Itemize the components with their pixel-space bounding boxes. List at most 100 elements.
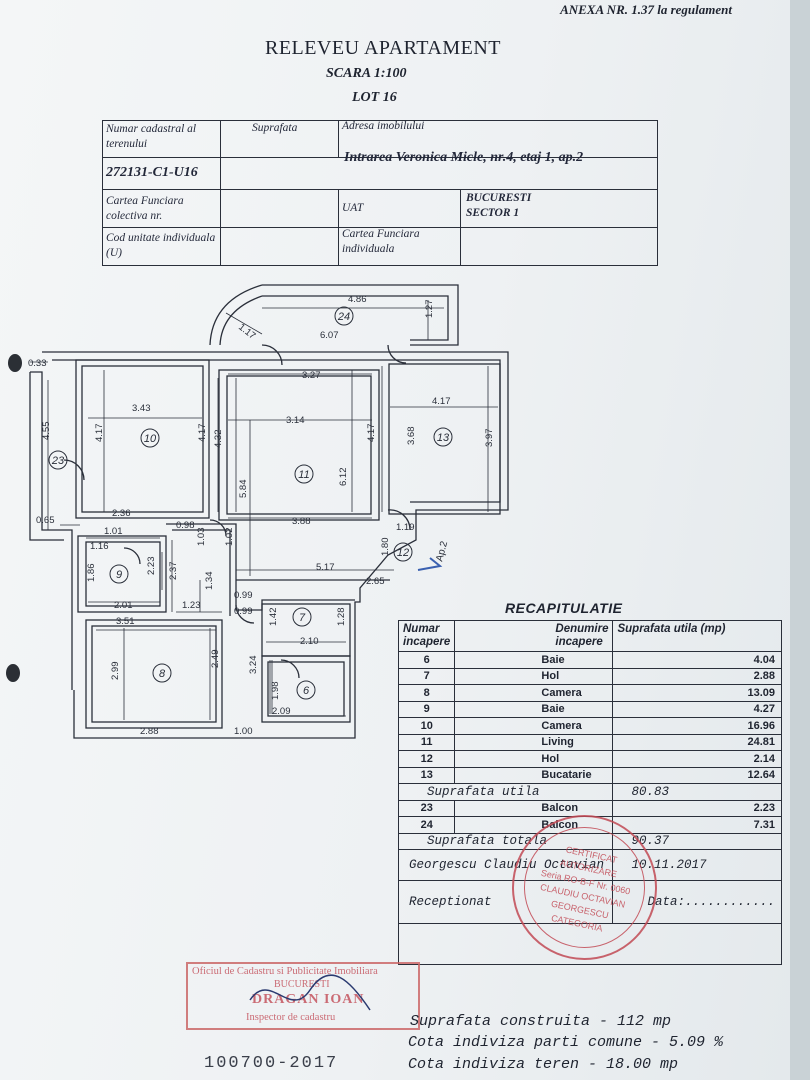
room-number: 13 (397, 766, 456, 784)
dimension-label: 0.98 (176, 520, 195, 531)
uat-label: UAT (342, 202, 364, 214)
room-name: Hol (454, 667, 614, 685)
dimension-label: 4.17 (94, 424, 105, 443)
office-line-1: Oficiul de Cadastru si Publicitate Imobi… (192, 966, 378, 977)
land-share: Cota indiviza teren - 18.00 mp (408, 1056, 679, 1073)
room-name: Camera (454, 684, 614, 702)
dimension-label: 4.17 (197, 424, 208, 443)
room-number: 7 (397, 667, 456, 685)
total-area-label: Suprafata totala (397, 832, 614, 850)
office-line-2: BUCURESTI (274, 979, 330, 990)
author-date: 10.11.2017 (612, 849, 782, 881)
author-name: Georgescu Claudiu Octavian (397, 849, 614, 881)
useful-area-label: Suprafata utila (397, 783, 614, 801)
room-name: Living (454, 733, 614, 751)
dimension-label: 2.65 (366, 576, 385, 587)
registration-stamp-date: 100700-2017 (204, 1054, 339, 1073)
signature (249, 974, 371, 1011)
room-area: 12.64 (612, 766, 782, 784)
desk-background (790, 0, 810, 1080)
dimension-label: 1.27 (424, 300, 435, 319)
room-name: Baie (454, 651, 614, 669)
room-area: 2.23 (612, 799, 782, 817)
dimension-label: 6.07 (320, 330, 339, 341)
dimension-label: 3.43 (132, 403, 151, 414)
dimension-label: 1.01 (104, 526, 123, 537)
empty-signature-row (398, 923, 782, 965)
dimension-label: 1.00 (234, 726, 253, 737)
room-area: 4.27 (612, 700, 782, 718)
dimension-label: 1.28 (336, 608, 347, 627)
col-name-header: Denumire incapere (454, 620, 614, 652)
svg-text:8: 8 (159, 668, 166, 680)
address-label: Adresa imobilului (342, 120, 425, 132)
page-title: RELEVEU APARTAMENT (265, 37, 502, 59)
room-number-12: 12 (393, 542, 413, 562)
col-area-header: Suprafata utila (mp) (612, 620, 782, 652)
room-number-11: 11 (294, 464, 314, 484)
lot-label: LOT 16 (352, 90, 397, 105)
cadastral-label: Numar cadastral al terenului (106, 123, 197, 150)
room-number: 10 (397, 717, 456, 735)
address-value: Intrarea Veronica Micle, nr.4, etaj 1, a… (344, 150, 584, 165)
room-number: 8 (397, 684, 456, 702)
svg-text:7: 7 (299, 612, 306, 624)
recap-table: Numar incapere Denumire incapere Suprafa… (397, 620, 782, 965)
common-share: Cota indiviza parti comune - 5.09 % (408, 1034, 724, 1051)
room-area: 4.04 (612, 651, 782, 669)
room-number-13: 13 (433, 427, 453, 447)
dimension-label: 2.49 (210, 650, 221, 669)
dimension-label: 2.37 (168, 562, 179, 581)
received-date: Data:............ (612, 880, 782, 924)
room-number-9: 9 (109, 564, 129, 584)
dimension-label: 4.17 (366, 424, 377, 443)
useful-area-value: 80.83 (612, 783, 782, 801)
dimension-label: 4.86 (348, 294, 367, 305)
dimension-label: 3.97 (484, 429, 495, 448)
dimension-label: 3.51 (116, 616, 135, 627)
dimension-label: 1.98 (270, 682, 281, 701)
date-dots: ............ (684, 895, 775, 909)
dimension-label: 1.16 (90, 541, 109, 552)
floor-plan: 4.866.071.171.270.333.273.434.174.173.14… (28, 284, 509, 739)
room-name: Camera (454, 717, 614, 735)
inspector-title: Inspector de cadastru (246, 1012, 336, 1023)
header-table (102, 120, 658, 266)
room-number-23: 23 (48, 450, 68, 470)
svg-text:11: 11 (298, 469, 309, 481)
svg-text:9: 9 (116, 569, 122, 581)
punch-hole (6, 664, 20, 682)
room-number: 11 (397, 733, 456, 751)
dimension-label: 0.33 (28, 358, 47, 369)
svg-text:10: 10 (144, 433, 157, 445)
col-number-header: Numar incapere (397, 620, 456, 652)
cf-collective-label: Cartea Funciara colectiva nr. (106, 195, 184, 222)
dimension-label: 0.99 (234, 606, 253, 617)
dimension-label: 2.88 (140, 726, 159, 737)
dimension-label: 5.84 (238, 480, 249, 499)
svg-text:12: 12 (397, 547, 409, 559)
dimension-label: 3.68 (406, 427, 417, 446)
dimension-label: 2.99 (110, 662, 121, 681)
svg-text:24: 24 (337, 311, 350, 323)
cf-individual-label: Cartea Funciara individuala (342, 228, 420, 255)
svg-text:23: 23 (51, 455, 65, 467)
dimension-label: 1.80 (380, 538, 391, 557)
dimension-label: 1.17 (236, 322, 257, 342)
uat-value-2: SECTOR 1 (466, 207, 520, 219)
dimension-label: 4.17 (432, 396, 451, 407)
room-area: 2.14 (612, 750, 782, 768)
apartment-label: Ap.2 (434, 540, 450, 563)
surface-label: Suprafata (252, 122, 298, 134)
dimension-label: 2.23 (146, 557, 157, 576)
room-number: 23 (397, 799, 456, 817)
dimension-label: 1.02 (224, 528, 235, 547)
punch-hole (8, 354, 22, 372)
room-number-24: 24 (334, 306, 354, 326)
dimension-label: 0.99 (234, 590, 253, 601)
